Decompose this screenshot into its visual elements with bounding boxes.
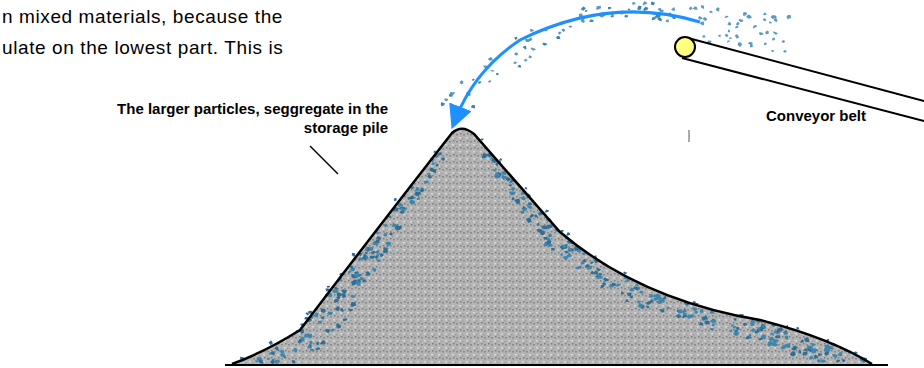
- paragraph-text: ulate on the lowest part. This is: [2, 37, 283, 59]
- pile-body: [232, 129, 872, 364]
- paragraph-text: n mixed materials, because the: [2, 6, 283, 28]
- pile-outline: [232, 129, 872, 364]
- coarse-particles: [240, 1, 867, 364]
- flow-arrow: [456, 12, 700, 118]
- belt-pulley: [675, 37, 695, 57]
- leader-line: [310, 146, 338, 174]
- ground-line: [225, 364, 888, 366]
- callout-label: The larger particles, seggregate in the …: [112, 99, 388, 137]
- part-label: Conveyor belt: [766, 107, 866, 124]
- tick-mark: [689, 130, 690, 142]
